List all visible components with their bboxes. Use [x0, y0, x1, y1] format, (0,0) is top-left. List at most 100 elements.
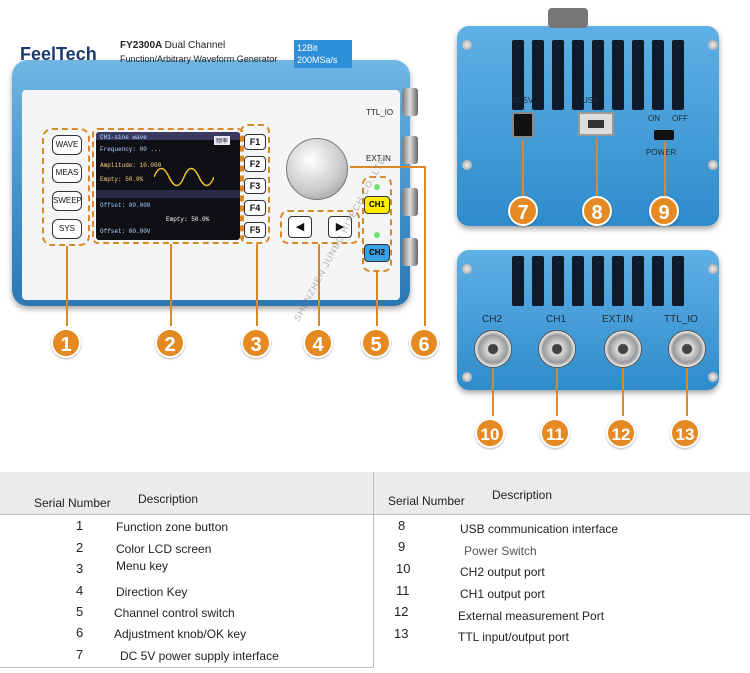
model-name: FY2300A	[120, 40, 162, 51]
callout-8: 8	[582, 196, 612, 226]
column-divider	[373, 472, 374, 668]
model-suffix: Dual Channel	[164, 40, 226, 51]
power-label: POWER	[646, 148, 677, 157]
wave-button[interactable]: WAVE	[52, 135, 82, 155]
description-table: Serial Number Description Serial Number …	[0, 472, 750, 668]
row-5-description: Channel control switch	[114, 606, 235, 620]
row-13-description: TTL input/output port	[458, 630, 569, 644]
left-arrow-key[interactable]: ◀	[288, 216, 312, 238]
lcd-line7: Offset: 00.00V	[100, 228, 151, 235]
ch2-port-label: CH2	[482, 314, 503, 325]
spec-bits: 12Bit	[297, 43, 318, 53]
model-line1: FY2300A Dual Channel	[120, 40, 225, 51]
sys-button[interactable]: SYS	[52, 219, 82, 239]
row-9-number: 9	[398, 539, 406, 554]
switch-off-label: OFF	[672, 114, 688, 123]
brand-logo: FeelTech	[20, 44, 97, 64]
row-12-description: External measurement Port	[458, 609, 605, 623]
ext-in-port-label: EXT.IN	[602, 314, 634, 325]
callout-3: 3	[241, 328, 271, 358]
ch1-connector	[402, 188, 418, 216]
ext-in-label: EXT.IN	[366, 154, 391, 163]
header-description-left: Description	[138, 492, 199, 506]
lcd-line5: Offset: 00.000	[100, 202, 151, 209]
ch1-button[interactable]: CH1	[364, 196, 390, 214]
leader-10	[492, 368, 494, 416]
leader-12	[622, 368, 624, 416]
f3-key[interactable]: F3	[244, 178, 266, 194]
row-divider	[0, 667, 373, 668]
callout-5: 5	[361, 328, 391, 358]
row-1-number: 1	[76, 518, 84, 533]
leader-2	[170, 244, 172, 326]
vent-slot	[532, 40, 544, 110]
row-4-number: 4	[76, 583, 84, 598]
power-switch[interactable]	[654, 130, 674, 140]
f4-key[interactable]: F4	[244, 200, 266, 216]
row-12-number: 12	[394, 604, 409, 619]
leader-4	[318, 244, 320, 326]
ch1-bnc-port	[538, 330, 576, 368]
leader-8	[596, 138, 598, 196]
vent-slot	[652, 256, 664, 306]
vent-slot	[532, 256, 544, 306]
callout-12: 12	[606, 418, 636, 448]
ext-in-connector	[402, 136, 418, 164]
ch1-led	[374, 184, 380, 190]
leader-13	[686, 368, 688, 416]
lcd-line2: Frequency: 00 ...	[100, 146, 162, 153]
ch2-connector	[402, 238, 418, 266]
row-1-description: Function zone button	[116, 520, 229, 534]
vent-slot	[632, 40, 644, 110]
callout-2: 2	[155, 328, 185, 358]
row-11-number: 11	[396, 583, 410, 598]
vent-slot	[632, 256, 644, 306]
row-11-description: CH1 output port	[460, 587, 545, 601]
dc-power-jack	[512, 112, 534, 138]
row-7-number: 7	[76, 647, 84, 662]
switch-on-label: ON	[648, 114, 660, 123]
callout-4: 4	[303, 328, 333, 358]
row-7-description: DC 5V power supply interface	[120, 649, 279, 663]
screw-icon	[462, 264, 472, 274]
product-diagram: FeelTech FY2300A Dual Channel Function/A…	[12, 8, 719, 448]
screw-icon	[462, 160, 472, 170]
f5-key[interactable]: F5	[244, 222, 266, 238]
spec-badge: 12Bit 200MSa/s	[294, 40, 352, 68]
screw-icon	[708, 40, 718, 50]
header-serial-left: Serial Number	[34, 496, 111, 510]
lcd-menu-tab: 频率	[214, 136, 231, 145]
spec-rate: 200MSa/s	[297, 55, 338, 65]
leader-1	[66, 246, 68, 326]
vent-slot	[592, 256, 604, 306]
f2-key[interactable]: F2	[244, 156, 266, 172]
f1-key[interactable]: F1	[244, 134, 266, 150]
screw-icon	[708, 160, 718, 170]
table-header	[0, 472, 750, 514]
row-6-number: 6	[76, 625, 84, 640]
header-serial-right: Serial Number	[388, 494, 465, 508]
screw-icon	[708, 264, 718, 274]
meas-button[interactable]: MEAS	[52, 163, 82, 183]
adjustment-knob[interactable]	[286, 138, 348, 200]
callout-9: 9	[649, 196, 679, 226]
callout-11: 11	[540, 418, 570, 448]
ch2-bnc-port	[474, 330, 512, 368]
sweep-button[interactable]: SWEEP	[52, 191, 82, 211]
ch2-button[interactable]: CH2	[364, 244, 390, 262]
screw-icon	[462, 372, 472, 382]
vent-slot	[552, 256, 564, 306]
vent-slot	[672, 40, 684, 110]
sine-wave-icon	[154, 167, 214, 187]
row-2-number: 2	[76, 540, 84, 555]
right-arrow-key[interactable]: ▶	[328, 216, 352, 238]
leader-11	[556, 368, 558, 416]
leader-3	[256, 244, 258, 326]
screw-icon	[708, 372, 718, 382]
row-10-description: CH2 output port	[460, 565, 545, 579]
ttl-io-bnc-port	[668, 330, 706, 368]
vent-slot	[612, 40, 624, 110]
callout-13: 13	[670, 418, 700, 448]
row-4-description: Direction Key	[116, 585, 188, 599]
callout-10: 10	[475, 418, 505, 448]
